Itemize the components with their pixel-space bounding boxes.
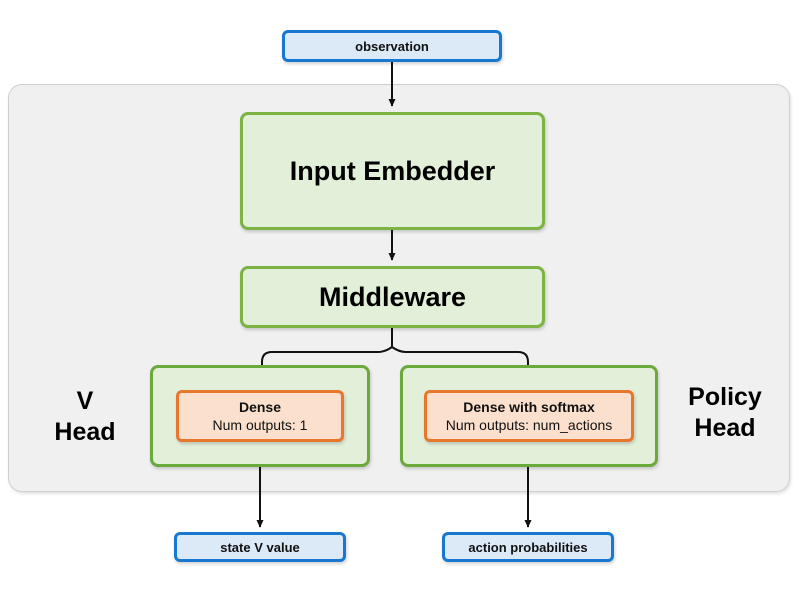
node-middleware[interactable]: Middleware	[240, 266, 545, 328]
v-head-label-line2: Head	[54, 418, 116, 446]
node-input-embedder[interactable]: Input Embedder	[240, 112, 545, 230]
policy-head-label-line1: Policy	[688, 383, 762, 411]
state-v-value-label: state V value	[220, 539, 300, 555]
node-state-v-value[interactable]: state V value	[174, 532, 346, 562]
observation-label: observation	[355, 38, 429, 54]
action-probabilities-label: action probabilities	[468, 539, 588, 555]
input-embedder-label: Input Embedder	[289, 155, 496, 186]
node-dense-policy[interactable]: Dense with softmax Num outputs: num_acti…	[424, 390, 634, 442]
label-v-head: V Head	[30, 382, 140, 452]
dense-v-title: Dense	[238, 398, 282, 415]
node-dense-v[interactable]: Dense Num outputs: 1	[176, 390, 344, 442]
node-observation[interactable]: observation	[282, 30, 502, 62]
v-head-label-line1: V	[76, 387, 94, 415]
dense-policy-subtitle: Num outputs: num_actions	[445, 416, 613, 433]
dense-v-subtitle: Num outputs: 1	[212, 416, 308, 433]
dense-policy-title: Dense with softmax	[463, 398, 595, 415]
node-action-probabilities[interactable]: action probabilities	[442, 532, 614, 562]
label-policy-head: Policy Head	[662, 375, 788, 451]
middleware-label: Middleware	[318, 281, 467, 312]
policy-head-label-line2: Head	[694, 414, 756, 442]
